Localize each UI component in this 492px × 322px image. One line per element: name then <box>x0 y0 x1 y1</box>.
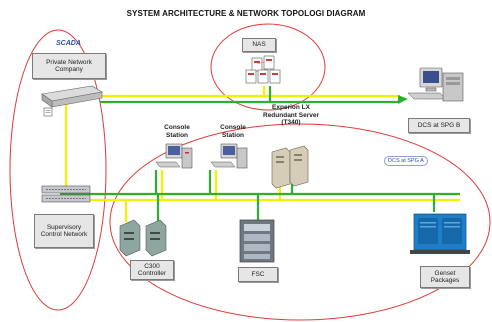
arrow-to-dcs-b <box>398 95 408 104</box>
router-device <box>41 85 103 108</box>
c300-controller-box: C300 Controller <box>130 260 174 280</box>
supervisory-network-box: Supervisory Control Network <box>34 214 94 248</box>
nas-zone-ellipse <box>210 23 326 111</box>
experion-server-icon <box>271 145 309 189</box>
experion-server-label: Experion LX Redundant Server (T340) <box>263 104 319 126</box>
console-station-2-label: Console Station <box>220 124 246 139</box>
dcs-spg-a-zone-ellipse <box>109 123 491 321</box>
genset-icon <box>410 213 470 254</box>
dcs-spg-a-label: DCS at SPG A <box>384 156 428 166</box>
network-switch-icon <box>41 185 91 203</box>
private-network-box: Private Network Company <box>32 53 106 79</box>
fsc-cabinet-icon <box>239 219 275 263</box>
diagram-title: SYSTEM ARCHITECTURE & NETWORK TOPOLOGI D… <box>126 9 366 18</box>
genset-box: Genset Packages <box>420 266 470 288</box>
document-icon <box>43 107 53 117</box>
console-station-1-icon <box>155 143 193 169</box>
dcs-b-workstation-icon <box>407 67 464 102</box>
scada-zone-ellipse <box>9 29 107 311</box>
console-station-2-icon <box>210 143 248 169</box>
nas-storage-icon <box>245 55 281 84</box>
fsc-box: FSC <box>238 267 278 282</box>
yellow-network-lines <box>60 86 460 222</box>
dcs-spg-b-box: DCS at SPG B <box>408 118 470 133</box>
c300-controller-icon <box>119 219 167 257</box>
scada-label: SCADA <box>56 40 81 47</box>
nas-box: NAS <box>242 38 276 52</box>
console-station-1-label: Console Station <box>164 124 190 139</box>
green-network-lines <box>60 86 460 222</box>
